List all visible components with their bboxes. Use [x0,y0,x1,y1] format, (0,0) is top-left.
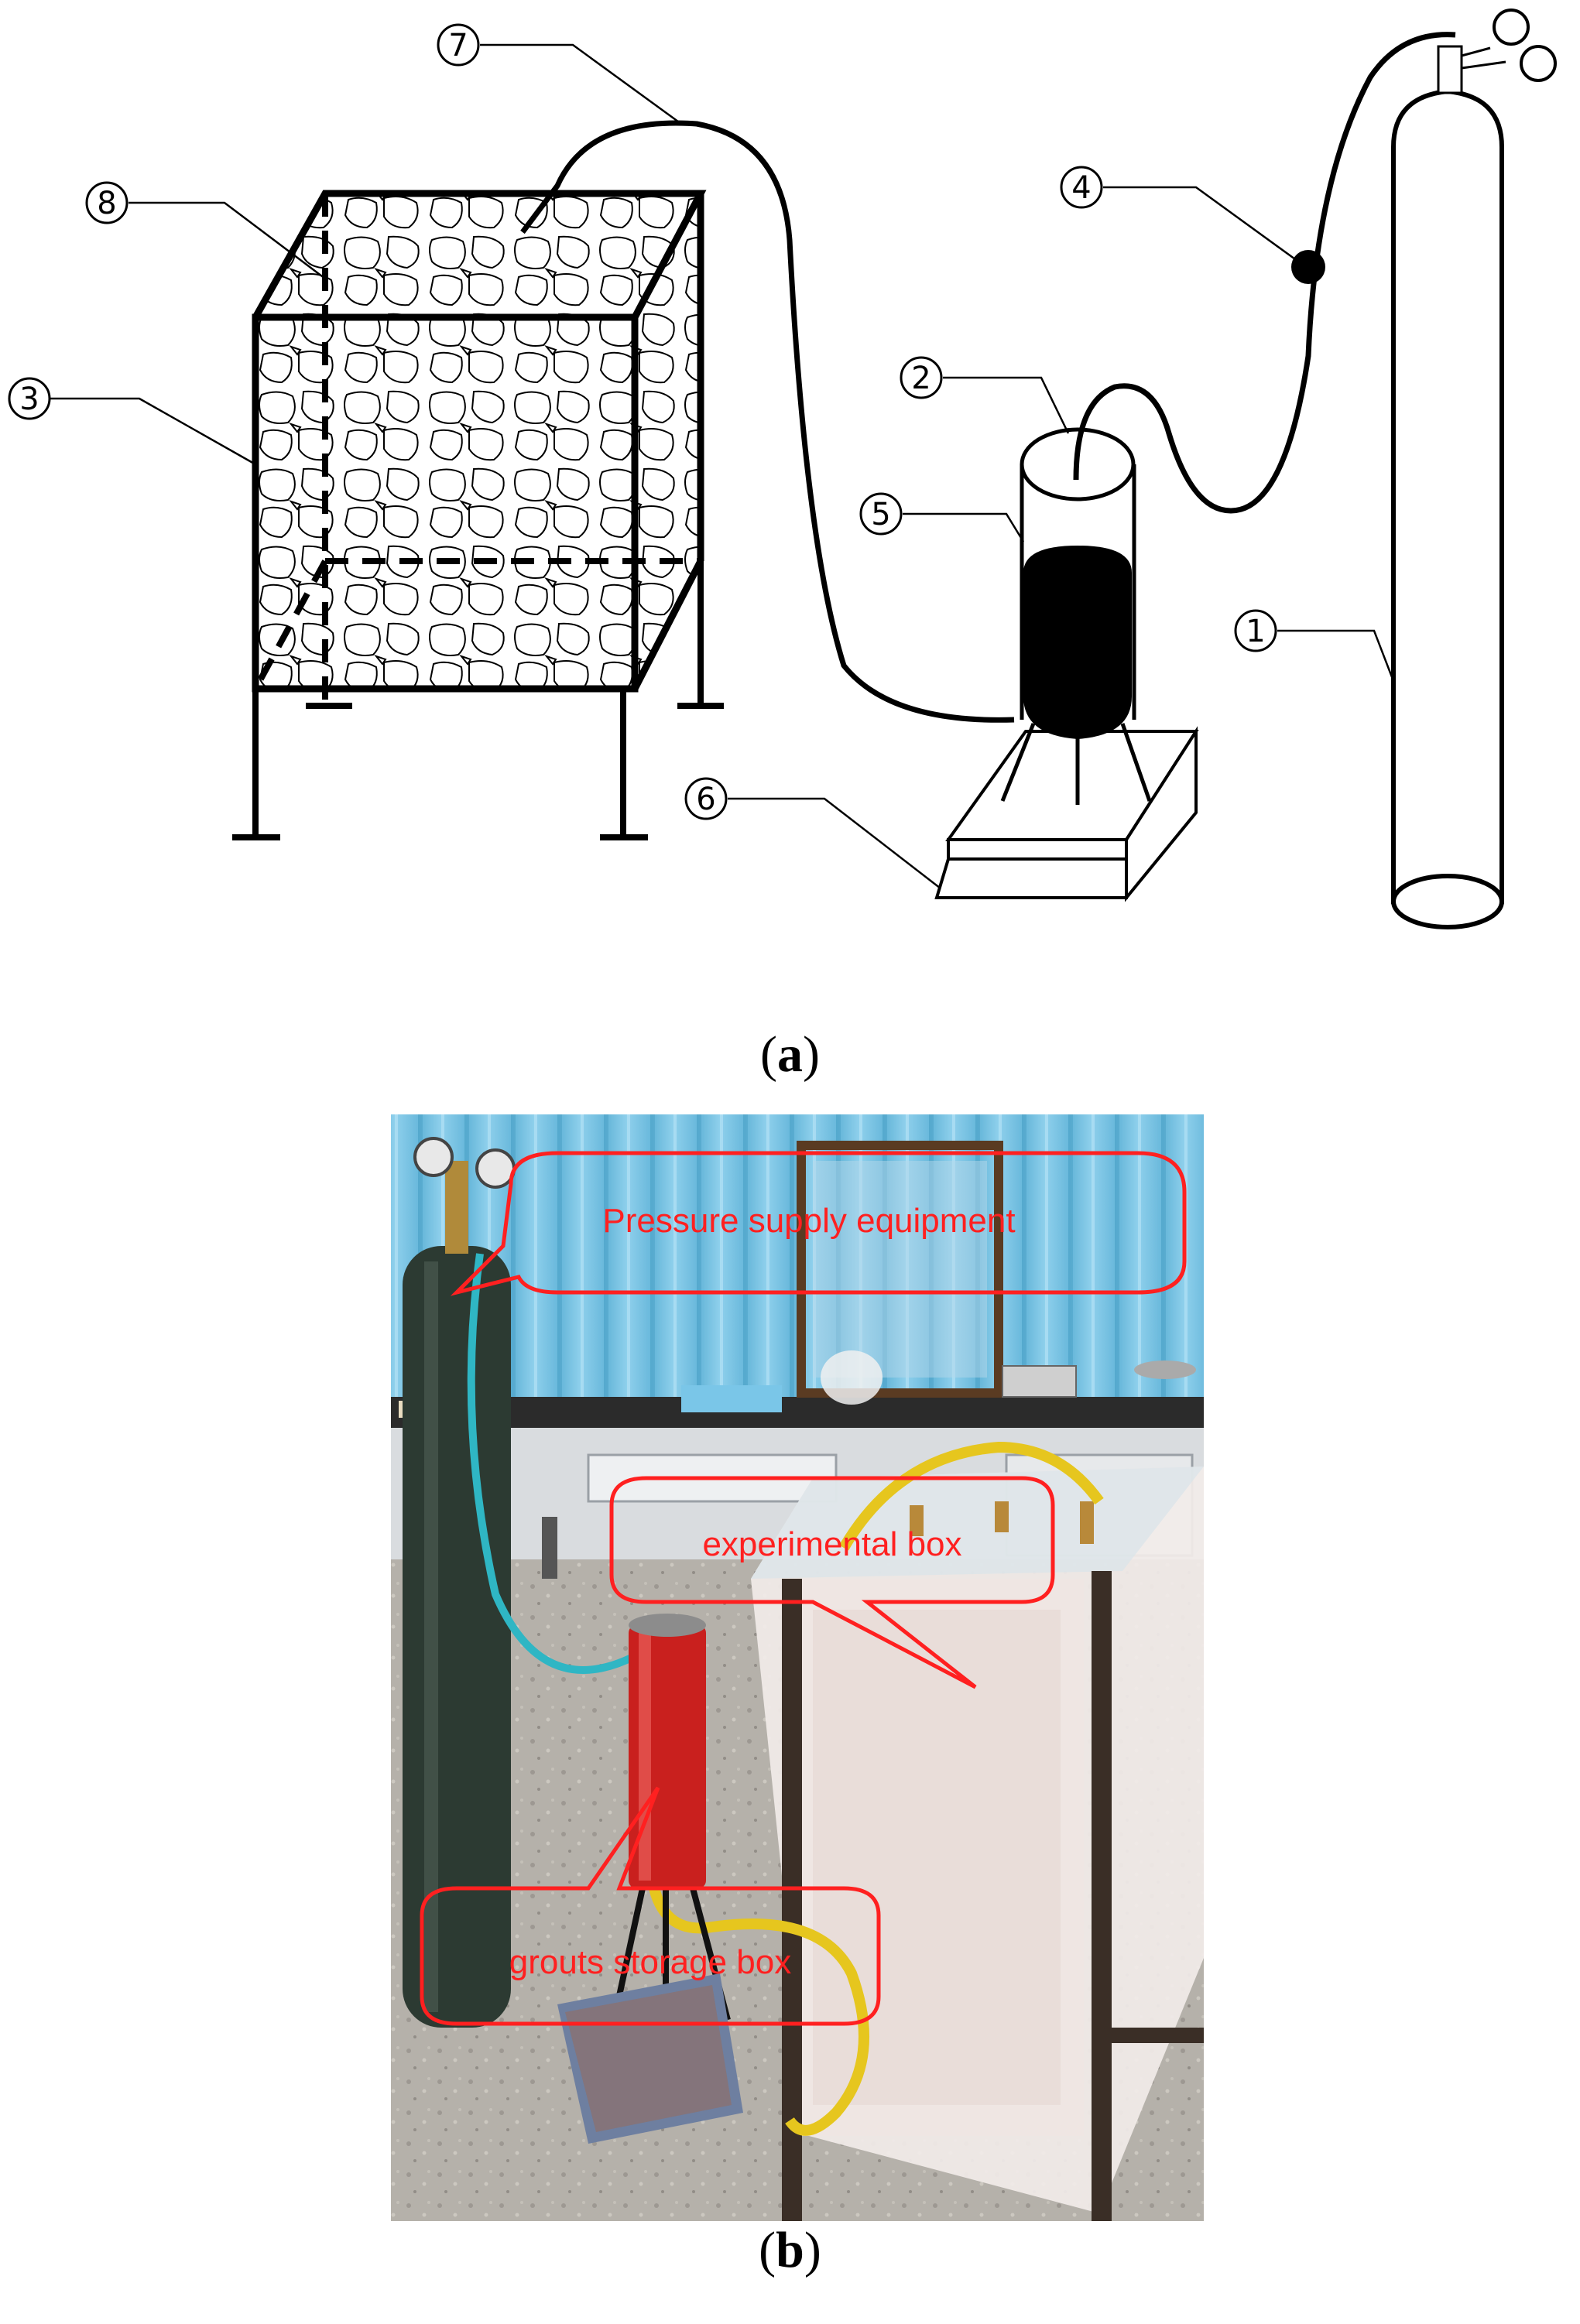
callout-4: 4 [1060,166,1103,209]
label-grouts-storage: grouts storage box [420,1786,881,2026]
callout-3: 3 [8,377,51,420]
callout-1: 1 [1234,609,1277,652]
svg-text:5: 5 [871,497,890,532]
callout-2: 2 [900,356,943,399]
label-experimental-box: experimental box [609,1476,1055,1689]
gas-cylinder [1391,9,1557,929]
svg-text:grouts storage box: grouts storage box [509,1943,791,1981]
caption-b: (b) [759,2222,821,2278]
experimental-cage [232,190,724,840]
svg-text:Pressure supply equipment: Pressure supply equipment [602,1202,1015,1240]
grout-hose [520,120,1015,723]
gas-hose [1073,32,1456,514]
caption-a: (a) [760,1026,820,1083]
svg-text:7: 7 [448,28,468,63]
schematic-diagram: 1 2 3 4 5 6 7 8 [0,0,1580,1022]
callout-5: 5 [859,492,903,536]
svg-text:experimental box: experimental box [702,1525,961,1563]
svg-text:3: 3 [19,382,39,417]
svg-text:8: 8 [97,186,116,221]
scale-platform [934,726,1199,902]
label-pressure-supply: Pressure supply equipment [450,1151,1187,1296]
svg-text:1: 1 [1246,614,1265,649]
svg-text:2: 2 [911,361,931,396]
valve-node [1291,250,1325,284]
callout-7: 7 [437,23,480,67]
leader-lines [50,43,1395,889]
callout-6: 6 [684,777,728,820]
callout-8: 8 [85,181,129,224]
svg-text:4: 4 [1071,170,1091,206]
lab-photo: Pressure supply equipment experimental b… [0,1114,1580,2320]
svg-text:6: 6 [696,782,715,817]
